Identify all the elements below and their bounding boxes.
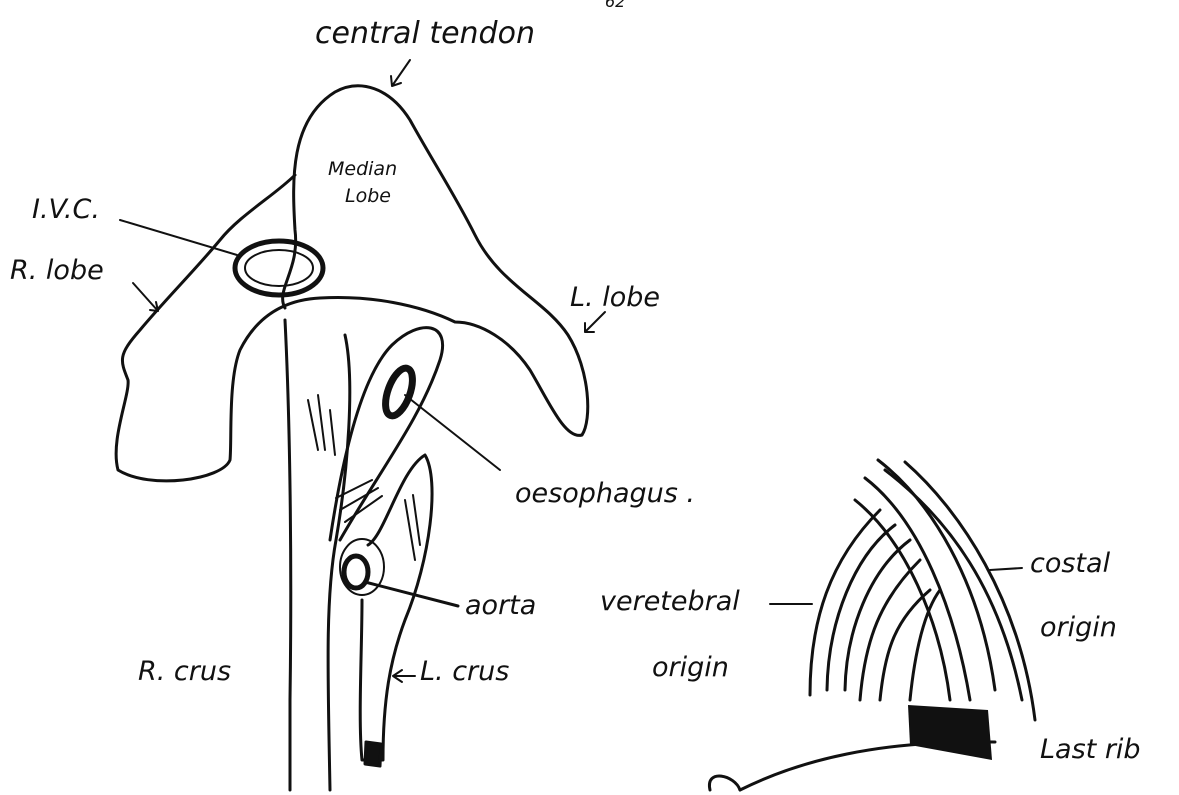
l-crus-arrow [393, 670, 415, 682]
ivc-pointer [120, 220, 237, 255]
left-crus-fibres [405, 495, 420, 560]
label-l-crus: L. crus [420, 656, 509, 687]
costal-pointer [990, 568, 1022, 570]
label-central-tendon: central tendon [315, 16, 535, 51]
last-rib-shaded [908, 705, 992, 760]
ivc-opening-inner [245, 250, 313, 286]
central-tendon-outline [116, 86, 588, 481]
label-r-crus: R. crus [138, 656, 231, 687]
page-number: 62 [605, 0, 625, 11]
label-aorta: aorta [465, 590, 536, 621]
right-crus-fibres [308, 395, 335, 455]
r-lobe-arrow [133, 283, 158, 311]
label-vertebral-origin-line1: veretebral [600, 586, 740, 617]
left-crus-tip [365, 742, 381, 766]
central-tendon-arrow [391, 60, 410, 86]
label-median-lobe-line1: Median [328, 158, 397, 180]
label-vertebral-origin-line2: origin [652, 652, 729, 683]
label-oesophagus: oesophagus . [515, 478, 695, 509]
label-costal-origin-line2: origin [1040, 612, 1117, 643]
right-crus-left-edge [285, 320, 291, 790]
label-r-lobe: R. lobe [10, 255, 104, 286]
l-lobe-arrow [585, 312, 605, 332]
label-median-lobe-line2: Lobe [345, 185, 391, 207]
oesophagus-opening [380, 365, 418, 420]
oesophageal-loop [330, 328, 443, 540]
label-ivc: I.V.C. [32, 194, 100, 225]
left-crus-outline [360, 455, 432, 760]
label-costal-origin-line1: costal [1030, 548, 1110, 579]
label-last-rib: Last rib [1040, 734, 1141, 765]
label-l-lobe: L. lobe [570, 282, 660, 313]
